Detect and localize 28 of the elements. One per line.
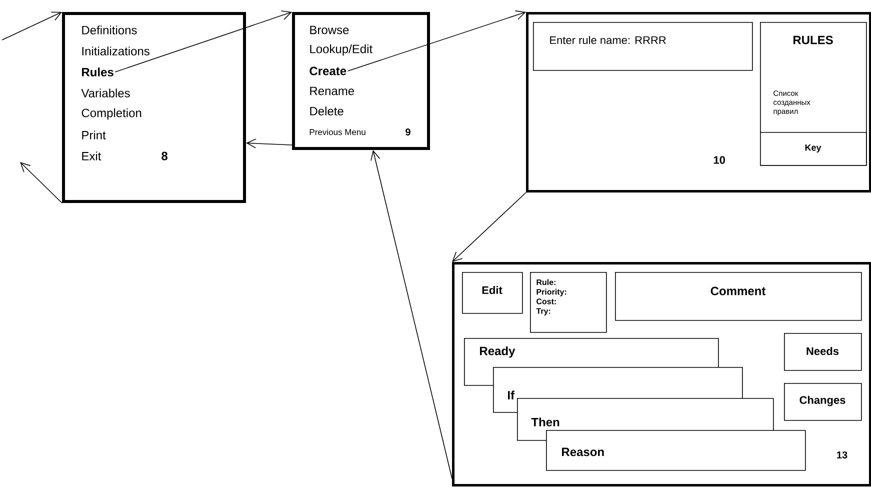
changes-button: Changes <box>784 383 862 421</box>
needs-button: Needs <box>784 333 862 371</box>
menu-item: Browse <box>310 26 349 34</box>
input-field: Enter rule name: RRRR <box>533 22 753 71</box>
menu-item: Rules <box>82 68 114 76</box>
comment-field: Comment <box>615 272 862 321</box>
menu-item: Rename <box>310 86 354 96</box>
text-panel: Reason <box>546 430 806 471</box>
menu-item: Initializations <box>82 46 150 56</box>
menu-item: Definitions <box>82 26 137 34</box>
arrow <box>114 10 292 72</box>
arrow <box>347 10 526 72</box>
menu-item: Lookup/Edit <box>310 44 372 56</box>
menu-item: Previous Menu <box>310 128 366 136</box>
arrow <box>246 138 292 148</box>
arrow <box>370 150 452 479</box>
menu-item: Exit <box>82 152 102 160</box>
menu-item: Create <box>310 66 346 76</box>
arrow <box>20 162 62 204</box>
arrow <box>452 192 526 262</box>
key-button: Key <box>760 132 867 166</box>
edit-button: Edit <box>462 272 523 314</box>
menu-item: Delete <box>310 106 344 116</box>
menu-item: Print <box>82 130 106 140</box>
menu-item: Variables <box>81 88 130 98</box>
menu-item: Completion <box>82 108 142 120</box>
arrow <box>2 12 62 40</box>
field-panel: Rule: Priority: Cost: Try: <box>530 272 607 333</box>
